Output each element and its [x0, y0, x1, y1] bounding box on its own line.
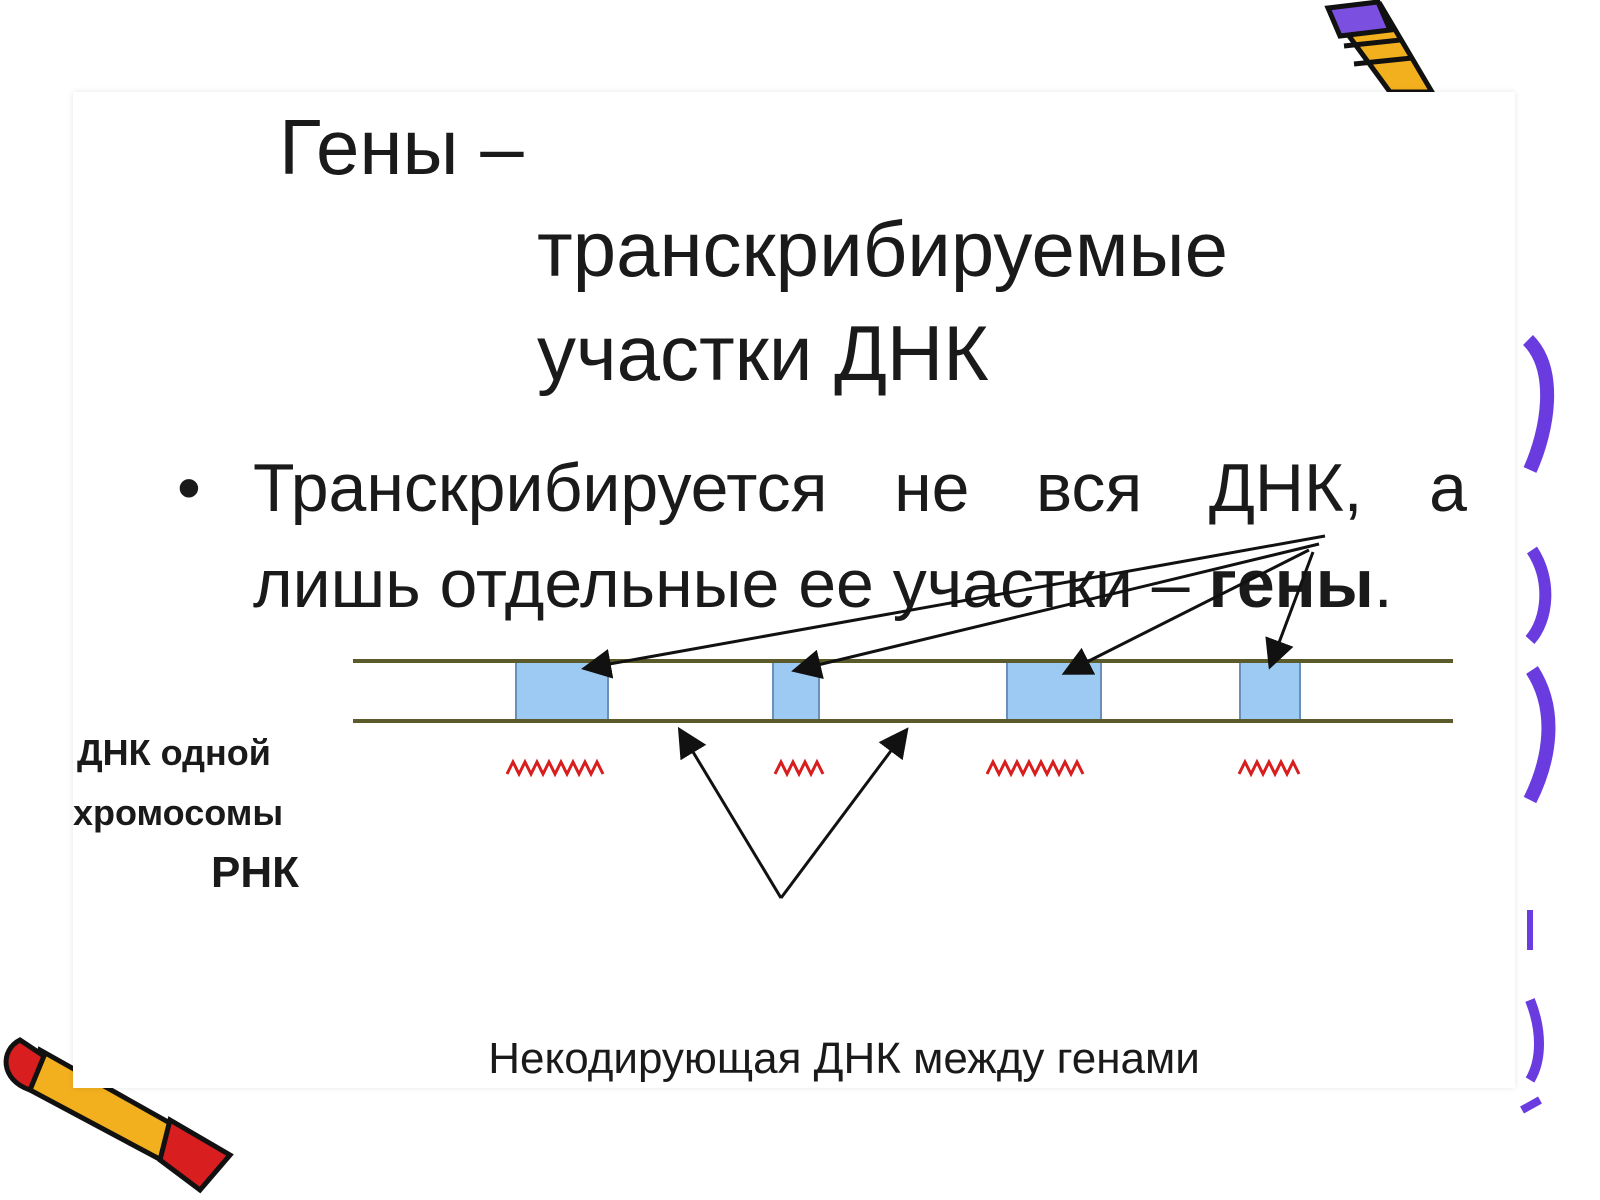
bullet-line-2-prefix: лишь отдельные ее участки – [253, 546, 1209, 622]
rna-squiggle-2 [773, 758, 825, 778]
pencil-decoration-top-right [1320, 0, 1440, 92]
title-line-2: транскрибируемые [537, 205, 1228, 293]
gene-arrow-4 [1265, 551, 1315, 670]
pencil-decoration-bottom-left [0, 1030, 240, 1200]
noncoding-arrow-right [779, 727, 909, 899]
noncoding-arrow-left [677, 726, 783, 899]
bullet-word-1: Транскрибируется [253, 450, 828, 526]
label-rna: РНК [211, 848, 299, 897]
bullet-word-2: не [894, 450, 970, 526]
bullet-text: • Транскрибируется не вся ДНК, а лишь отд… [177, 440, 1467, 632]
gene-box-2 [772, 660, 820, 722]
title-line-1: Гены – [279, 103, 524, 191]
pencil-icon [1324, 0, 1435, 92]
ribbon-icon [1520, 335, 1556, 1114]
gene-box-3 [1006, 660, 1102, 722]
title-line-3: участки ДНК [537, 309, 989, 397]
bullet-line-2-suffix: . [1373, 546, 1393, 622]
pencil-icon [3, 1037, 234, 1194]
caption-noncoding-dna: Некодирующая ДНК между генами [488, 1034, 1200, 1083]
gene-box-1 [515, 660, 609, 722]
bullet-marker: • [177, 450, 201, 526]
gene-arrow-3 [1061, 548, 1310, 675]
label-dna-chromosome-line-1: ДНК одной [77, 732, 271, 773]
slide: Гены – транскрибируемые участки ДНК • Тра… [73, 92, 1515, 1088]
rna-squiggle-1 [505, 758, 605, 778]
rna-squiggle-4 [1237, 758, 1301, 778]
ribbon-decoration-right [1518, 330, 1600, 1130]
gene-box-4 [1239, 660, 1301, 722]
bullet-line-2: лишь отдельные ее участки – гены. [177, 536, 1467, 632]
gene-arrow-1 [581, 534, 1326, 679]
bullet-line-1: • Транскрибируется не вся ДНК, а [177, 440, 1467, 536]
label-dna-chromosome-line-2: хромосомы [73, 792, 284, 833]
bullet-word-3: вся [1036, 450, 1143, 526]
gene-arrow-2 [791, 542, 1320, 679]
bullet-word-5: а [1429, 450, 1467, 526]
bullet-word-4: ДНК, [1208, 450, 1363, 526]
dna-diagram [353, 534, 1453, 899]
rna-squiggle-3 [985, 758, 1085, 778]
